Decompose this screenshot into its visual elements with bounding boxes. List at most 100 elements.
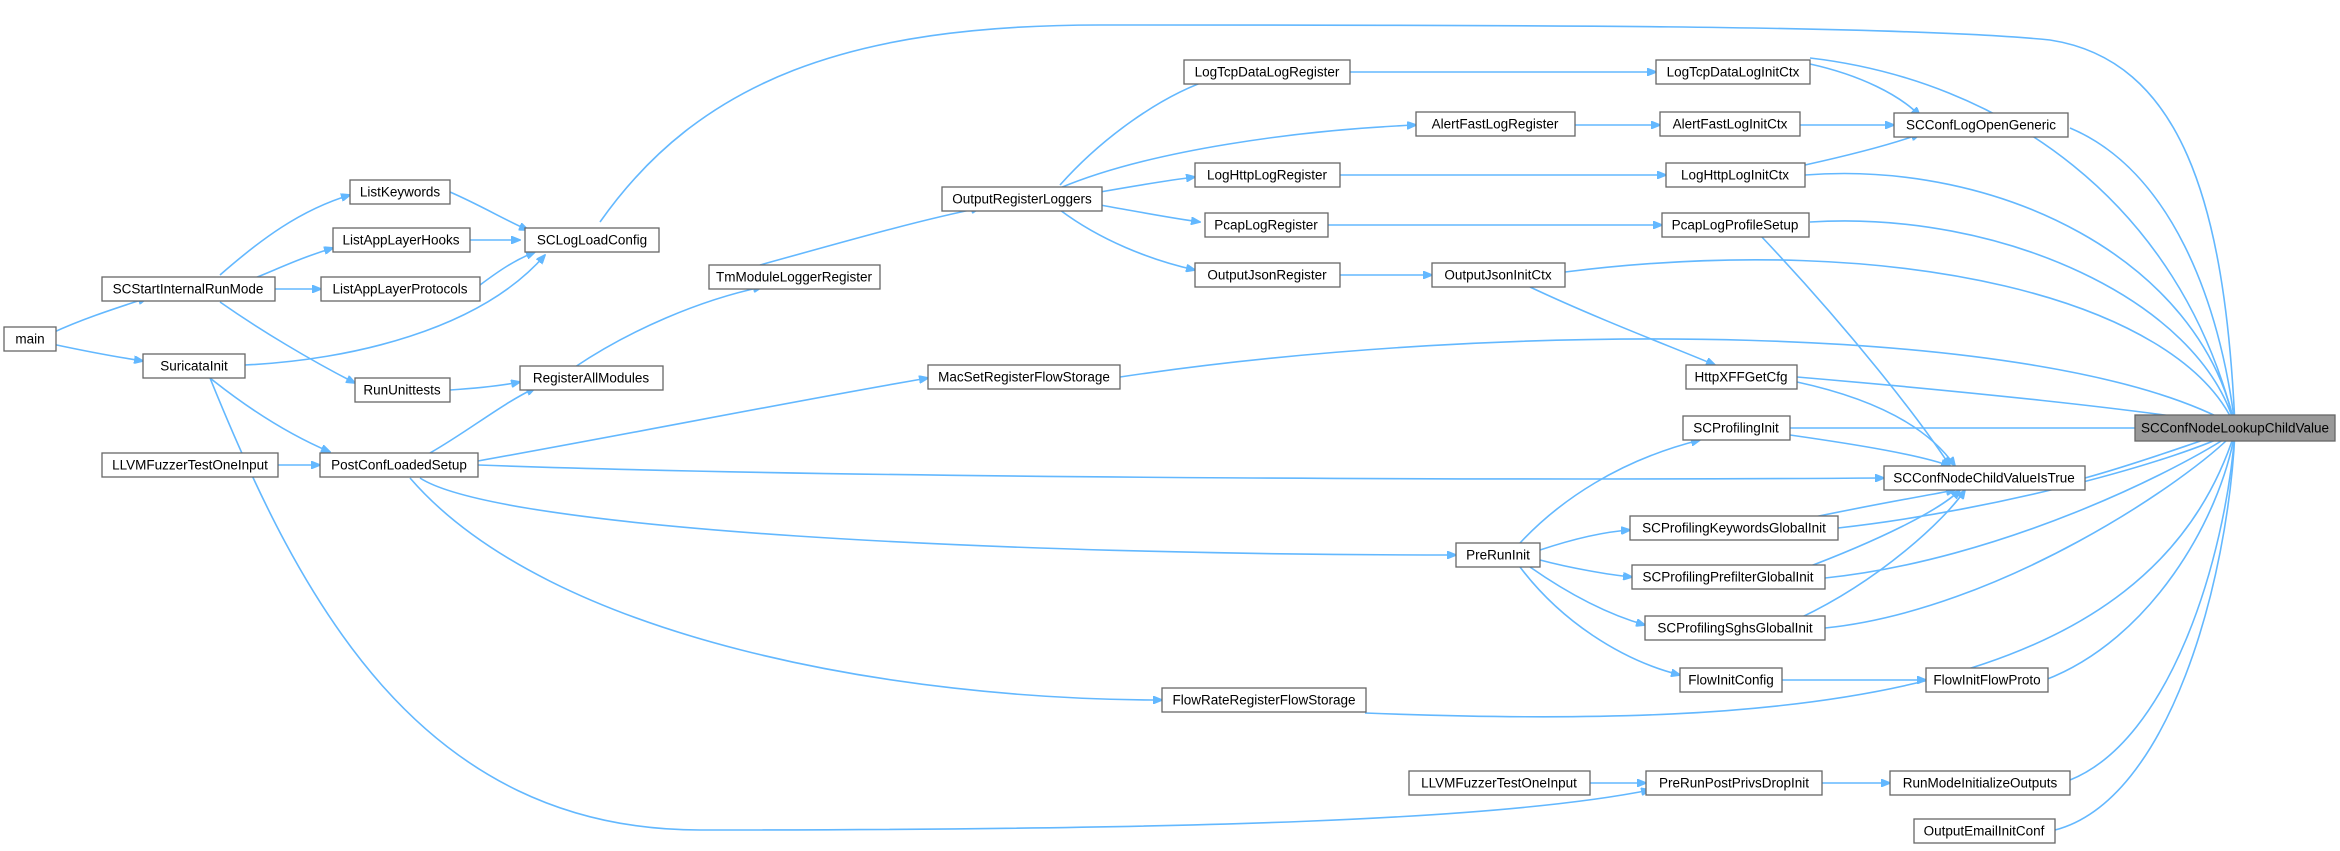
edge-scstart-listapphooks [249, 248, 333, 281]
edge-profsghs-root [1824, 432, 2235, 629]
node-runtests[interactable]: RunUnittests [354, 377, 451, 403]
node-registerall[interactable]: RegisterAllModules [519, 365, 664, 391]
node-childvalue[interactable]: SCConfNodeChildValueIsTrue [1883, 465, 2086, 491]
node-scstart[interactable]: SCStartInternalRunMode [101, 276, 276, 302]
node-scconflogopen-label: SCConfLogOpenGeneric [1906, 118, 2056, 133]
node-listappprotos[interactable]: ListAppLayerProtocols [320, 276, 481, 302]
node-profkw-label: SCProfilingKeywordsGlobalInit [1642, 521, 1826, 536]
node-runmodeinit-label: RunModeInitializeOutputs [1903, 776, 2058, 791]
edge-loghttpinit-root [1804, 172, 2235, 426]
node-loghttpinit-label: LogHttpLogInitCtx [1681, 168, 1789, 183]
node-prerunpost-label: PreRunPostPrivsDropInit [1659, 776, 1809, 791]
edge-listappprotos-sclogload [479, 252, 535, 286]
node-scconflogopen[interactable]: SCConfLogOpenGeneric [1893, 112, 2069, 138]
edge-registerall-tmmodule [574, 287, 762, 368]
edge-postconf-prerun [419, 477, 1456, 555]
node-root[interactable]: SCConfNodeLookupChildValue [2134, 414, 2336, 442]
node-prerun-label: PreRunInit [1466, 548, 1530, 563]
node-outputjsonreg[interactable]: OutputJsonRegister [1194, 262, 1341, 288]
node-logtcpreg-label: LogTcpDataLogRegister [1195, 65, 1340, 80]
node-pcapreg-label: PcapLogRegister [1214, 218, 1318, 233]
node-macset-label: MacSetRegisterFlowStorage [938, 370, 1110, 385]
edge-pcapprofile-childvalue [1759, 234, 1950, 466]
node-llvm2[interactable]: LLVMFuzzerTestOneInput [1408, 770, 1591, 796]
node-sclogload-label: SCLogLoadConfig [537, 233, 647, 248]
node-tmmodule-label: TmModuleLoggerRegister [716, 270, 873, 285]
edge-profkw-childvalue [1799, 490, 1955, 521]
node-root-label: SCConfNodeLookupChildValue [2141, 421, 2329, 436]
node-sclogload[interactable]: SCLogLoadConfig [524, 227, 660, 253]
node-flowinitproto[interactable]: FlowInitFlowProto [1925, 667, 2049, 693]
node-httpxff[interactable]: HttpXFFGetCfg [1685, 364, 1798, 390]
node-loghttpreg-label: LogHttpLogRegister [1207, 168, 1328, 183]
edge-listkeywords-sclogload [449, 191, 528, 230]
node-loghttpreg[interactable]: LogHttpLogRegister [1194, 162, 1341, 188]
edge-postconf-childvalue [477, 464, 1884, 479]
edge-outputjsoninit-httpxff [1529, 286, 1715, 365]
edge-profpref-root [1824, 432, 2235, 579]
node-outputregloggers[interactable]: OutputRegisterLoggers [941, 186, 1103, 212]
node-suricatainit[interactable]: SuricataInit [142, 353, 246, 379]
node-pcapreg[interactable]: PcapLogRegister [1204, 212, 1329, 238]
edge-outputregloggers-loghttpreg [1099, 177, 1195, 193]
node-flowinitproto-label: FlowInitFlowProto [1933, 673, 2040, 688]
node-logtcpdatainit-label: LogTcpDataLogInitCtx [1667, 65, 1800, 80]
edge-loghttpinit-scconflogopen [1804, 134, 1920, 166]
node-tmmodule[interactable]: TmModuleLoggerRegister [708, 264, 881, 290]
edge-postconf-flowrate [409, 477, 1162, 700]
node-scprofinit[interactable]: SCProfilingInit [1682, 415, 1791, 441]
node-profpref[interactable]: SCProfilingPrefilterGlobalInit [1631, 564, 1826, 590]
edge-suricatainit-sclogload [244, 255, 545, 366]
node-logtcpreg[interactable]: LogTcpDataLogRegister [1183, 59, 1351, 85]
node-prerun[interactable]: PreRunInit [1455, 542, 1541, 568]
edge-prerun-profpref [1539, 559, 1632, 577]
edge-main-suricatainit [51, 343, 143, 361]
node-listkeywords[interactable]: ListKeywords [349, 179, 451, 205]
node-main[interactable]: main [3, 326, 57, 352]
edge-postconf-macset [477, 378, 928, 462]
node-logtcpdatainit[interactable]: LogTcpDataLogInitCtx [1655, 59, 1811, 85]
edge-scstart-runtests [219, 301, 355, 383]
edge-macset-root [1119, 338, 2235, 426]
node-llvm1[interactable]: LLVMFuzzerTestOneInput [101, 452, 279, 478]
node-alertfastinit[interactable]: AlertFastLogInitCtx [1659, 111, 1801, 137]
edge-outputregloggers-logtcpreg [1059, 78, 1215, 186]
node-postconf[interactable]: PostConfLoadedSetup [319, 452, 479, 478]
node-alertfastreg-label: AlertFastLogRegister [1432, 117, 1559, 132]
edge-logtcpdatainit-scconflogopen [1809, 63, 1920, 116]
node-loghttpinit[interactable]: LogHttpLogInitCtx [1665, 162, 1806, 188]
node-alertfastreg[interactable]: AlertFastLogRegister [1415, 111, 1576, 137]
edge-sclogload-root [599, 24, 2235, 426]
node-pcapprofile[interactable]: PcapLogProfileSetup [1661, 212, 1810, 238]
node-listapphooks-label: ListAppLayerHooks [342, 233, 459, 248]
node-main-label: main [15, 332, 44, 347]
edge-profpref-childvalue [1799, 490, 1960, 571]
node-outputjsoninit-label: OutputJsonInitCtx [1444, 268, 1552, 283]
edge-outputregloggers-outputjsonreg [1059, 209, 1195, 270]
node-profkw[interactable]: SCProfilingKeywordsGlobalInit [1629, 515, 1839, 541]
edge-prerun-profkw [1539, 530, 1630, 551]
node-outputemail-label: OutputEmailInitConf [1924, 824, 2045, 839]
node-alertfastinit-label: AlertFastLogInitCtx [1673, 117, 1788, 132]
node-runmodeinit[interactable]: RunModeInitializeOutputs [1889, 770, 2071, 796]
node-listappprotos-label: ListAppLayerProtocols [332, 282, 467, 297]
edge-scconflogopen-root [2069, 127, 2235, 426]
node-macset[interactable]: MacSetRegisterFlowStorage [927, 364, 1121, 390]
node-flowrate[interactable]: FlowRateRegisterFlowStorage [1161, 687, 1367, 713]
edge-scstart-listkeywords [219, 195, 350, 276]
node-listapphooks[interactable]: ListAppLayerHooks [332, 227, 471, 253]
edge-postconf-registerall [429, 388, 535, 454]
node-outputemail[interactable]: OutputEmailInitConf [1913, 818, 2056, 844]
node-scstart-label: SCStartInternalRunMode [113, 282, 264, 297]
node-prerunpost[interactable]: PreRunPostPrivsDropInit [1645, 770, 1823, 796]
edge-pcapprofile-root [1809, 220, 2235, 426]
node-outputjsoninit[interactable]: OutputJsonInitCtx [1431, 262, 1566, 288]
node-profsghs[interactable]: SCProfilingSghsGlobalInit [1644, 615, 1826, 641]
node-outputregloggers-label: OutputRegisterLoggers [952, 192, 1092, 207]
edge-suricatainit-prerunpost [209, 377, 1650, 831]
node-profpref-label: SCProfilingPrefilterGlobalInit [1642, 570, 1813, 585]
node-registerall-label: RegisterAllModules [533, 371, 650, 386]
node-flowrate-label: FlowRateRegisterFlowStorage [1172, 693, 1355, 708]
node-flowinitconfig[interactable]: FlowInitConfig [1679, 667, 1783, 693]
edge-outputemail-root [2054, 432, 2235, 831]
